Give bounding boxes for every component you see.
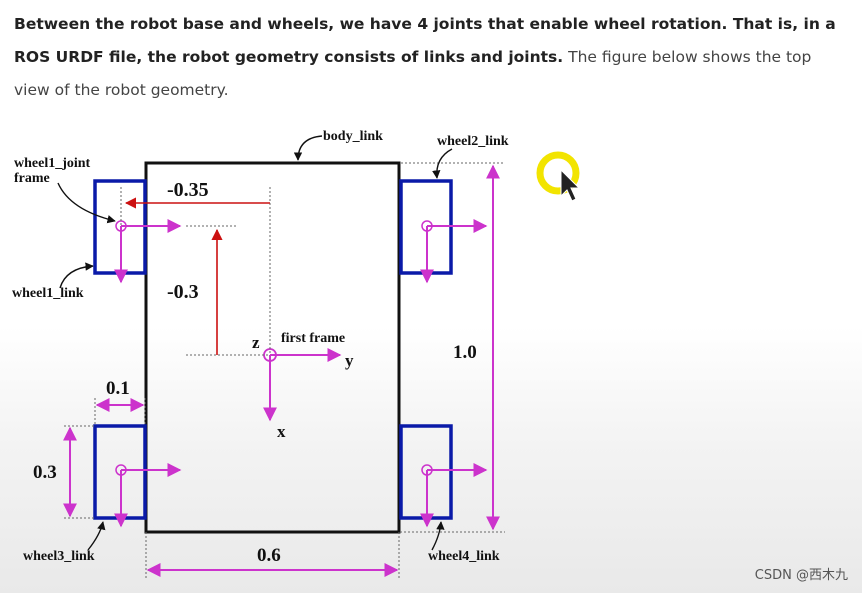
dim-wheel-width-value: 0.1 xyxy=(106,378,130,399)
label-wheel2-link: wheel2_link xyxy=(437,134,509,149)
label-wheel4-link: wheel4_link xyxy=(428,549,500,564)
label-first-frame: first frame xyxy=(281,331,345,346)
dim-body-length-value: 1.0 xyxy=(453,342,477,363)
first-frame-axes xyxy=(263,348,342,422)
description-bold: Between the robot base and wheels, we ha… xyxy=(14,15,836,66)
label-axis-z: z xyxy=(252,333,260,352)
label-wheel1-joint-frame: frame xyxy=(14,171,50,186)
label-wheel1-link: wheel1_link xyxy=(12,286,84,301)
description-normal: The figure below shows the top view of t… xyxy=(14,48,812,99)
description-paragraph: Between the robot base and wheels, we ha… xyxy=(14,8,844,107)
dim-wheel-length-value: 0.3 xyxy=(33,462,57,483)
dim-offset-y-value: -0.35 xyxy=(167,179,209,201)
leader-lines xyxy=(57,135,453,551)
dim-body-width-value: 0.6 xyxy=(257,545,281,566)
pointer-icon xyxy=(560,168,581,202)
wheel4-frame xyxy=(420,463,488,528)
watermark: CSDN @西木九 xyxy=(754,568,848,583)
wheel3-frame xyxy=(114,463,182,528)
guide-lines xyxy=(64,162,505,578)
label-wheel3-link: wheel3_link xyxy=(23,549,95,564)
robot-body xyxy=(144,161,401,534)
wheel2-frame xyxy=(420,219,488,284)
label-axis-x: x xyxy=(277,422,286,441)
cursor-highlight xyxy=(536,151,581,202)
dim-offset-x-value: -0.3 xyxy=(167,281,199,303)
label-body-link: body_link xyxy=(323,129,383,144)
label-wheel1-joint: wheel1_joint xyxy=(14,156,91,171)
label-axis-y: y xyxy=(345,351,354,370)
